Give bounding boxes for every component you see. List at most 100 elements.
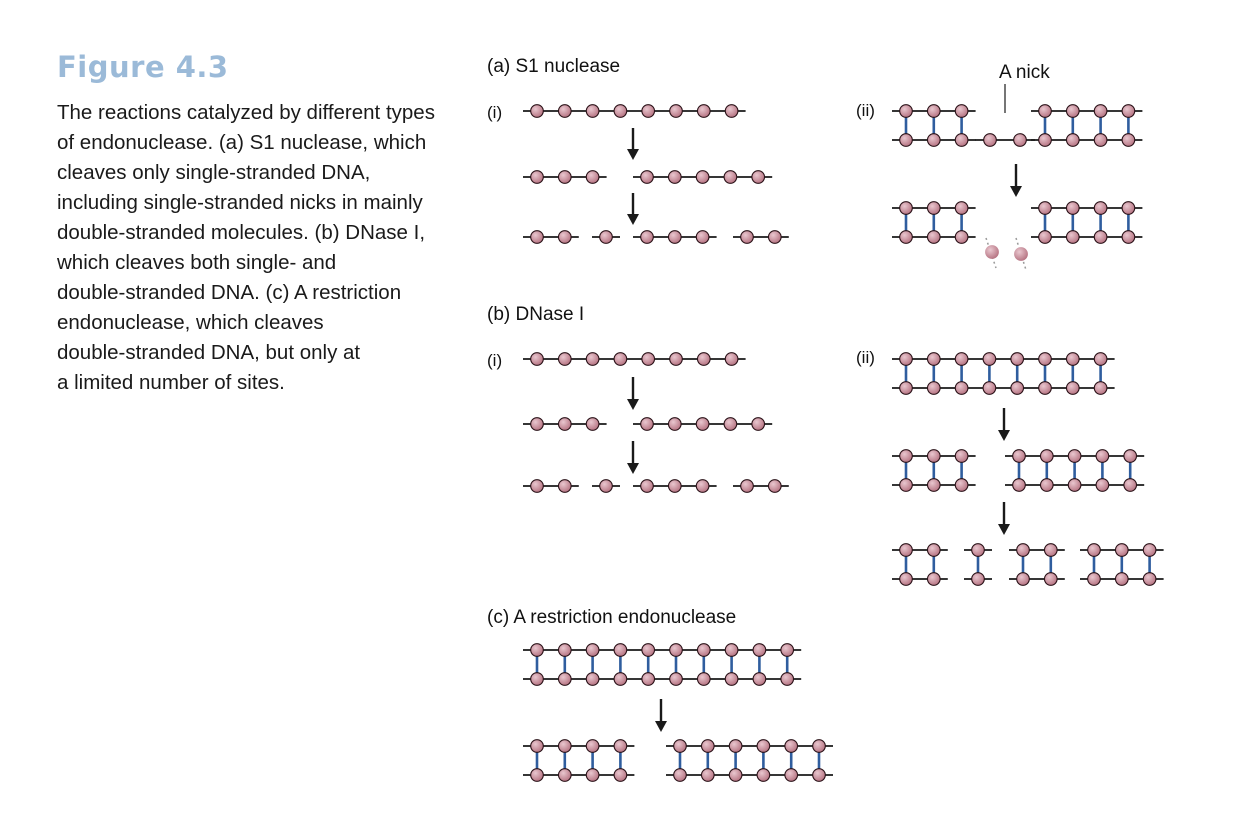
nucleotide-bead xyxy=(641,672,656,686)
nucleotide-bead xyxy=(926,230,941,244)
nucleotide-bead xyxy=(724,352,739,366)
nucleotide-bead xyxy=(1010,381,1025,395)
nucleotide-bead xyxy=(1013,133,1027,147)
nucleotide-bead xyxy=(899,230,913,244)
nucleotide-bead xyxy=(1123,478,1138,492)
caption-line: The reactions catalyzed by different typ… xyxy=(57,101,435,124)
nucleotide-bead xyxy=(1093,230,1108,244)
nucleotide-bead xyxy=(696,672,711,686)
panel-b-i-label: (i) xyxy=(487,351,502,370)
nucleotide-bead xyxy=(700,768,715,782)
nucleotide-bead xyxy=(926,133,941,147)
nucleotide-bead xyxy=(1114,572,1129,586)
nucleotide-bead xyxy=(613,739,628,753)
nucleotide-bead xyxy=(983,133,997,147)
nucleotide-bead xyxy=(756,768,771,782)
caption-line: double-stranded DNA. (c) A restriction xyxy=(57,281,402,304)
nucleotide-bead xyxy=(767,479,782,493)
caption-line: double-stranded molecules. (b) DNase I, xyxy=(57,221,426,244)
nucleotide-bead xyxy=(613,352,628,366)
nucleotide-bead xyxy=(723,170,738,184)
nucleotide-bead xyxy=(1093,352,1108,366)
nucleotide-bead xyxy=(728,739,743,753)
nucleotide-bead xyxy=(1087,543,1101,557)
nucleotide-bead xyxy=(1095,478,1110,492)
nucleotide-bead xyxy=(1093,104,1108,118)
nucleotide-bead xyxy=(557,170,572,184)
nucleotide-bead xyxy=(557,739,572,753)
nucleotide-bead xyxy=(530,417,544,431)
nucleotide-bead xyxy=(899,572,913,586)
nucleotide-bead xyxy=(899,133,913,147)
nucleotide-bead xyxy=(585,739,600,753)
nucleotide-bead xyxy=(1142,543,1157,557)
nucleotide-bead xyxy=(599,230,613,244)
nucleotide-bead xyxy=(954,449,969,463)
caption-line: a limited number of sites. xyxy=(57,371,285,394)
nucleotide-bead xyxy=(926,449,941,463)
nucleotide-bead xyxy=(530,104,544,118)
nucleotide-bead xyxy=(1065,201,1080,215)
released-nucleotide xyxy=(985,245,999,259)
nucleotide-bead xyxy=(696,104,711,118)
nucleotide-bead xyxy=(784,768,799,782)
nucleotide-bead xyxy=(752,672,767,686)
nucleotide-bead xyxy=(1093,133,1108,147)
nucleotide-bead xyxy=(780,672,795,686)
nucleotide-bead xyxy=(1087,572,1101,586)
nucleotide-bead xyxy=(585,768,600,782)
nucleotide-bead xyxy=(1093,381,1108,395)
nucleotide-bead xyxy=(669,672,683,686)
nucleotide-bead xyxy=(1010,352,1025,366)
nucleotide-bead xyxy=(971,572,985,586)
nucleotide-bead xyxy=(954,104,969,118)
nucleotide-bead xyxy=(1038,352,1052,366)
nucleotide-bead xyxy=(751,170,766,184)
nucleotide-bead xyxy=(700,739,715,753)
nucleotide-bead xyxy=(1067,449,1082,463)
nucleotide-bead xyxy=(640,417,654,431)
nucleotide-bead xyxy=(557,230,572,244)
nucleotide-bead xyxy=(1039,478,1054,492)
nucleotide-bead xyxy=(1121,133,1136,147)
nucleotide-bead xyxy=(954,381,969,395)
nucleotide-bead xyxy=(557,417,572,431)
nucleotide-bead xyxy=(530,768,544,782)
nucleotide-bead xyxy=(724,643,739,657)
nucleotide-bead xyxy=(530,643,544,657)
nucleotide-bead xyxy=(667,230,682,244)
nucleotide-bead xyxy=(1039,449,1054,463)
nucleotide-bead xyxy=(812,768,826,782)
nucleotide-bead xyxy=(926,478,941,492)
nucleotide-bead xyxy=(530,170,544,184)
arrow-head xyxy=(627,214,639,225)
nucleotide-bead xyxy=(1065,352,1080,366)
caption-line: double-stranded DNA, but only at xyxy=(57,341,361,364)
nucleotide-bead xyxy=(613,672,628,686)
panel-a-i-label: (i) xyxy=(487,103,502,122)
arrow-head xyxy=(1010,186,1022,197)
nucleotide-bead xyxy=(1121,230,1136,244)
caption-line: of endonuclease. (a) S1 nuclease, which xyxy=(57,131,427,154)
arrow-head xyxy=(655,721,667,732)
arrow-head xyxy=(627,149,639,160)
nucleotide-bead xyxy=(557,643,572,657)
nucleotide-bead xyxy=(695,230,710,244)
nucleotide-bead xyxy=(926,381,941,395)
nucleotide-bead xyxy=(1123,449,1138,463)
panel-a-label: (a) S1 nuclease xyxy=(487,56,620,77)
nucleotide-bead xyxy=(1016,572,1030,586)
nucleotide-bead xyxy=(530,672,544,686)
nucleotide-bead xyxy=(557,672,572,686)
nucleotide-bead xyxy=(669,104,683,118)
arrow-head xyxy=(627,399,639,410)
nucleotide-bead xyxy=(899,543,913,557)
nucleotide-bead xyxy=(696,352,711,366)
nucleotide-bead xyxy=(926,201,941,215)
nucleotide-bead xyxy=(695,479,710,493)
nucleotide-bead xyxy=(673,739,687,753)
nick-label: A nick xyxy=(999,62,1050,83)
nucleotide-bead xyxy=(1012,478,1026,492)
nucleotide-bead xyxy=(585,672,600,686)
